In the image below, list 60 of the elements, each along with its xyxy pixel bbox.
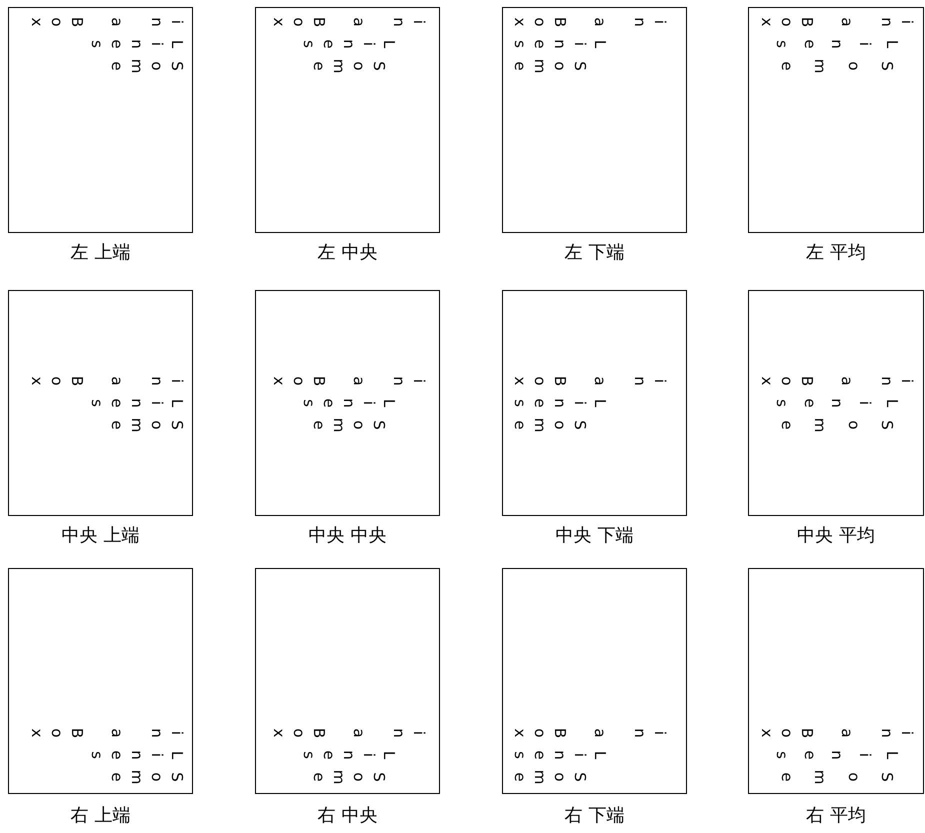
text-line: in a Box: [27, 374, 187, 388]
text-line: Some: [308, 768, 388, 786]
text-frame: [502, 7, 687, 233]
text-line: in a Box: [510, 16, 670, 30]
text-line: Some: [308, 416, 388, 434]
node-label: 左 中央: [318, 241, 378, 264]
text-line: in a Box: [268, 16, 428, 30]
text-frame: [748, 290, 924, 516]
text-line: Some: [107, 58, 187, 76]
text-line: Some: [107, 768, 187, 786]
text-frame: [8, 568, 193, 794]
text-line: Lines: [772, 397, 902, 410]
text-frame: [8, 7, 193, 233]
text-line: Some: [777, 768, 897, 786]
text-frame: [8, 290, 193, 516]
text-line: Lines: [510, 397, 610, 410]
text-line: Some: [777, 416, 897, 434]
text-frame: [255, 568, 440, 794]
text-line: in a Box: [757, 726, 917, 740]
text-line: in a Box: [757, 374, 917, 388]
text-line: Lines: [298, 749, 398, 762]
text-line: Lines: [87, 397, 187, 410]
text-line: in a Box: [757, 16, 917, 30]
text-line: in a Box: [510, 374, 670, 388]
node-label: 左 下端: [564, 241, 624, 264]
node-label: 右 平均: [806, 804, 866, 827]
node-label: 右 下端: [564, 804, 624, 827]
text-line: Some: [308, 58, 388, 76]
text-line: Lines: [298, 38, 398, 51]
text-line: Lines: [298, 397, 398, 410]
text-line: in a Box: [27, 726, 187, 740]
text-line: in a Box: [510, 726, 670, 740]
text-line: Lines: [510, 38, 610, 51]
text-line: Lines: [772, 38, 902, 51]
node-label: 右 上端: [70, 804, 130, 827]
text-frame: [502, 568, 687, 794]
node-label: 中央 上端: [62, 524, 140, 547]
text-line: Some: [510, 768, 590, 786]
node-label: 中央 下端: [556, 524, 634, 547]
text-line: Some: [777, 58, 897, 76]
text-line: Lines: [87, 38, 187, 51]
text-line: Lines: [772, 749, 902, 762]
node-label: 中央 中央: [308, 524, 386, 547]
text-line: Some: [510, 58, 590, 76]
node-label: 右 中央: [318, 804, 378, 827]
text-line: Lines: [87, 749, 187, 762]
text-frame: [255, 7, 440, 233]
text-line: Some: [107, 416, 187, 434]
text-line: in a Box: [268, 726, 428, 740]
text-frame: [748, 568, 924, 794]
text-line: Some: [510, 416, 590, 434]
node-label: 左 平均: [806, 241, 866, 264]
node-label: 左 上端: [70, 241, 130, 264]
node-label: 中央 平均: [797, 524, 875, 547]
text-frame: [255, 290, 440, 516]
text-line: in a Box: [27, 16, 187, 30]
text-line: Lines: [510, 749, 610, 762]
text-line: in a Box: [268, 374, 428, 388]
text-frame: [748, 7, 924, 233]
text-frame: [502, 290, 687, 516]
